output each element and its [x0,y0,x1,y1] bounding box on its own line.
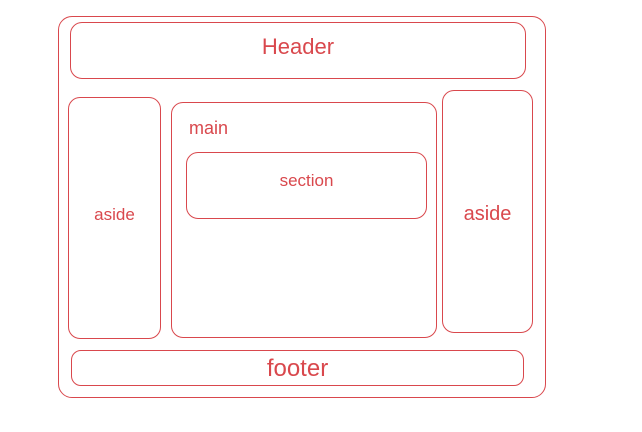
section-label: section [279,171,334,190]
aside-left-box: aside [68,97,161,339]
main-label: main [189,118,229,138]
footer-label: footer [266,355,329,382]
main-box: main [171,102,437,338]
aside-right-box: aside [442,90,533,333]
footer-box: footer [71,350,524,386]
aside-left-label: aside [94,205,135,224]
header-label: Header [261,34,335,59]
section-box: section [186,152,427,219]
page-container-box [58,16,546,398]
aside-right-label: aside [463,203,512,225]
header-box: Header [70,22,526,79]
